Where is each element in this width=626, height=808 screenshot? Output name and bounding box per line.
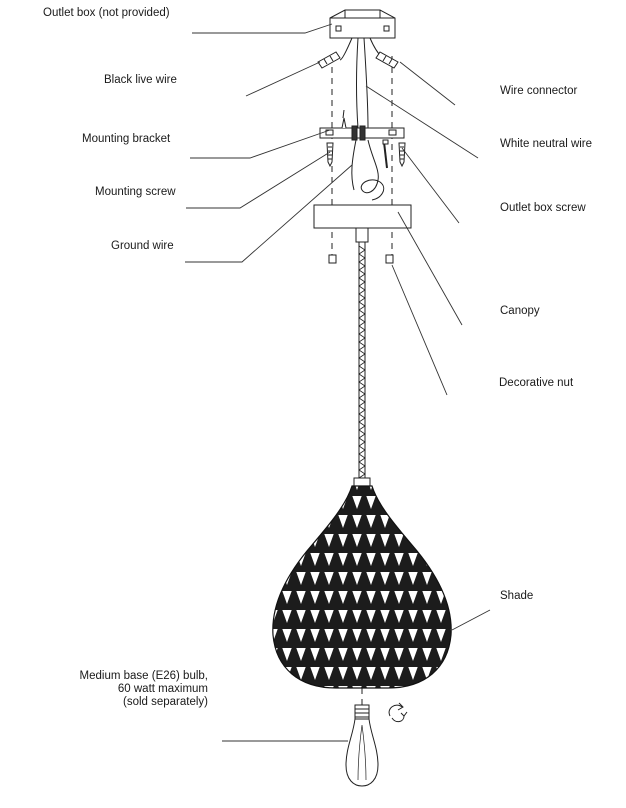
label-mounting-screw: Mounting screw — [95, 186, 176, 198]
leader-mounting-screw — [186, 151, 331, 209]
leader-lines — [185, 23, 491, 742]
label-white-neutral-wire: White neutral wire — [500, 138, 593, 150]
leader-canopy — [397, 211, 463, 326]
pendant-cord — [353, 242, 371, 488]
mounting-bracket — [319, 125, 405, 141]
label-canopy: Canopy — [500, 305, 540, 317]
label-bulb-line-3: (sold separately) — [122, 696, 208, 708]
label-black-live-wire: Black live wire — [104, 74, 177, 86]
rotate-arrow-icon — [388, 702, 408, 723]
leader-outlet-box-screw — [401, 147, 460, 224]
label-bulb-line-1: Medium base (E26) bulb, — [79, 670, 208, 682]
label-wire-connector: Wire connector — [500, 85, 578, 97]
outlet-box — [329, 9, 396, 39]
leader-wire-connector — [399, 61, 456, 106]
leader-black-live-wire — [245, 61, 321, 97]
bulb — [345, 704, 379, 787]
leader-white-neutral-wire — [365, 85, 479, 159]
decorative-nuts — [328, 254, 394, 264]
canopy — [313, 204, 412, 243]
label-mounting-bracket: Mounting bracket — [82, 133, 171, 145]
wire-connectors — [317, 51, 399, 69]
leader-mounting-bracket — [190, 129, 331, 159]
leader-ground-wire — [185, 164, 353, 263]
shade — [272, 485, 452, 689]
label-bulb-line-2: 60 watt maximum — [117, 683, 208, 695]
leader-outlet-box — [192, 23, 333, 34]
label-ground-wire: Ground wire — [111, 240, 174, 252]
label-bulb: Medium base (E26) bulb, 60 watt maximum … — [60, 670, 208, 709]
leader-shade — [451, 609, 491, 631]
label-outlet-box-screw: Outlet box screw — [500, 202, 586, 214]
label-shade: Shade — [500, 590, 534, 602]
mounting-screws — [326, 109, 406, 168]
supply-wires — [339, 37, 387, 129]
label-outlet-box: Outlet box (not provided) — [43, 7, 170, 19]
label-decorative-nut: Decorative nut — [499, 377, 574, 389]
leader-decorative-nut — [391, 264, 448, 396]
fixture-wires — [351, 139, 389, 201]
